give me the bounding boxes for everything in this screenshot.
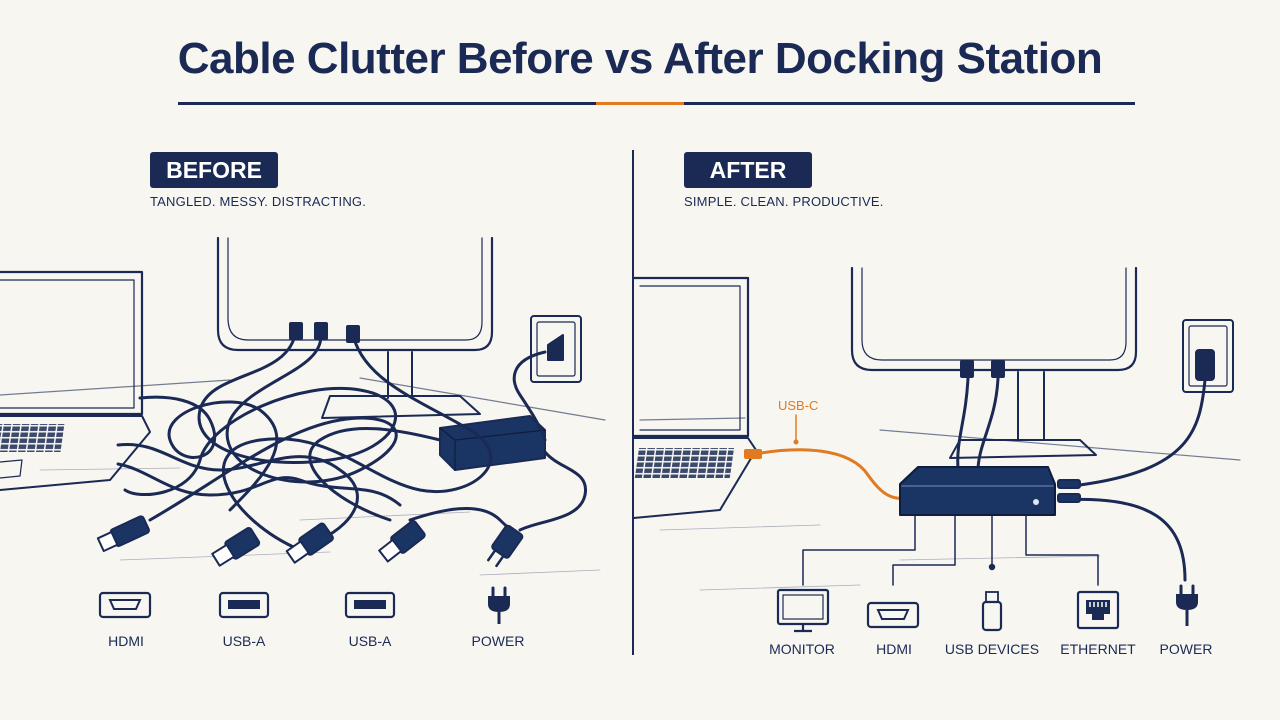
before-power-brick xyxy=(439,415,546,471)
after-label-usb-devices: USB DEVICES xyxy=(944,641,1040,657)
tangled-cables xyxy=(116,328,587,552)
after-scene xyxy=(632,266,1241,591)
monitor-icon xyxy=(776,588,830,633)
usb-drive-icon xyxy=(981,591,1003,632)
before-label-hdmi: HDMI xyxy=(108,633,144,649)
after-wall-outlet xyxy=(1182,319,1234,393)
before-laptop xyxy=(0,270,151,491)
before-badge: BEFORE xyxy=(150,152,278,188)
before-scene xyxy=(0,236,606,576)
power-plug-icon xyxy=(1176,584,1198,626)
after-label-monitor: MONITOR xyxy=(769,641,835,657)
hdmi-icon xyxy=(866,601,920,629)
after-label-power: POWER xyxy=(1159,641,1213,657)
after-tagline: SIMPLE. CLEAN. PRODUCTIVE. xyxy=(684,194,884,209)
page-title: Cable Clutter Before vs After Docking St… xyxy=(177,34,1103,83)
usb-c-label: USB-C xyxy=(778,398,819,413)
before-tagline: TANGLED. MESSY. DISTRACTING. xyxy=(150,194,367,209)
after-laptop xyxy=(632,276,757,519)
panel-divider xyxy=(632,150,634,655)
leader-lines xyxy=(802,515,1099,586)
before-wall-outlet xyxy=(530,315,582,383)
before-label-power: POWER xyxy=(471,633,525,649)
title-underline-accent xyxy=(596,102,684,105)
hdmi-icon xyxy=(98,591,152,619)
usb-a-icon xyxy=(344,591,396,619)
after-badge: AFTER xyxy=(684,152,812,188)
cable-ends xyxy=(96,515,524,568)
docking-station xyxy=(899,466,1081,516)
after-label-ethernet: ETHERNET xyxy=(1060,641,1136,657)
before-label-usb-a-1: USB-A xyxy=(222,633,266,649)
ethernet-icon xyxy=(1076,590,1120,630)
monitor-plugs xyxy=(289,322,360,343)
after-label-hdmi: HDMI xyxy=(876,641,912,657)
before-label-usb-a-2: USB-A xyxy=(348,633,392,649)
usb-a-icon xyxy=(218,591,270,619)
power-plug-icon xyxy=(488,586,510,624)
